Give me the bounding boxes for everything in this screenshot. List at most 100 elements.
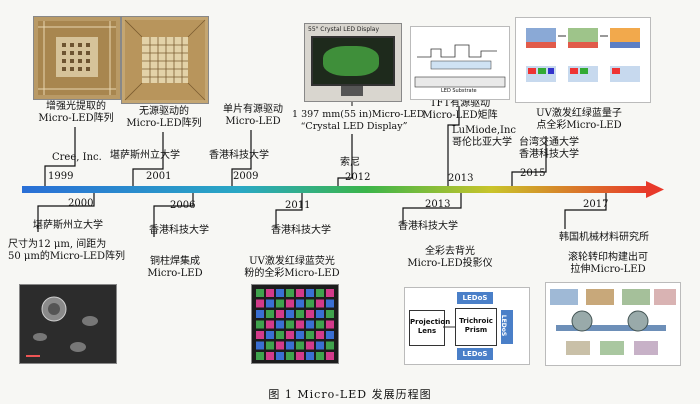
rgb-pixel <box>266 341 274 350</box>
trichroic-prism: Trichroic Prism <box>455 308 497 346</box>
year-2013-top: 2013 <box>448 173 474 184</box>
event-2012-desc: 1 397 mm(55 in)Micro-LED“Crystal LED Dis… <box>292 109 425 132</box>
rgb-pixel <box>306 310 314 318</box>
rgb-pixel <box>286 320 294 329</box>
rgb-pixel <box>306 352 314 360</box>
year-2000: 2000 <box>68 198 94 209</box>
connector-2017 <box>564 190 607 229</box>
photo-2017-roll-transfer <box>545 282 681 366</box>
rgb-pixel <box>276 299 284 308</box>
org-2006: 香港科技大学 <box>149 225 209 236</box>
org-1999: Cree, Inc. <box>52 152 102 163</box>
event-2011-desc: UV激发红绿蓝荧光粉的全彩Micro-LED <box>244 256 340 279</box>
photo-2000-sem <box>19 284 117 364</box>
rgb-pixel <box>266 352 274 360</box>
connector-2015 <box>511 136 547 190</box>
connector-2013-bottom <box>402 190 462 225</box>
connector-2000 <box>37 190 95 232</box>
rgb-pixel <box>256 310 264 318</box>
org-2011: 香港科技大学 <box>271 225 331 236</box>
rgb-pixel <box>286 310 294 318</box>
org-2001: 堪萨斯州立大学 <box>110 150 180 161</box>
event-2017-desc: 滚轮转印构建出可拉伸Micro-LED <box>568 252 648 275</box>
figure-caption: 图 1 Micro-LED 发展历程图 <box>268 388 432 401</box>
rgb-pixel <box>306 331 314 339</box>
ledos-side <box>501 310 513 344</box>
rgb-pixel <box>286 341 294 350</box>
rgb-pixel <box>256 299 264 308</box>
rgb-pixel <box>256 320 264 329</box>
rgb-pixel <box>276 289 284 297</box>
rgb-pixel <box>296 289 304 297</box>
rgb-pixel <box>316 341 324 350</box>
rgb-pixel <box>296 331 304 339</box>
year-2001: 2001 <box>146 171 172 182</box>
rgb-pixel <box>266 299 274 308</box>
timeline-bar <box>22 186 648 193</box>
photo-2015-quantum-dot <box>515 17 651 103</box>
tv-screen <box>311 36 395 86</box>
rgb-pixel <box>276 310 284 318</box>
tv-caption: 55" Crystal LED Display <box>308 26 380 33</box>
rgb-pixel <box>266 331 274 339</box>
rgb-pixel <box>276 320 284 329</box>
rgb-pixel <box>316 310 324 318</box>
rgb-pixel <box>306 299 314 308</box>
year-2012: 2012 <box>345 172 371 183</box>
year-2011: 2011 <box>285 200 311 211</box>
ledos-top: LEDoS <box>457 292 493 304</box>
rgb-pixel <box>326 299 334 308</box>
projection-lens-box: Projection Lens <box>409 310 450 346</box>
photo-2001-chip <box>121 16 209 104</box>
rgb-pixel <box>296 320 304 329</box>
year-2006: 2006 <box>170 200 196 211</box>
photo-1999-chip <box>33 16 121 100</box>
connector-2012 <box>337 134 353 190</box>
connector-2013-top <box>447 106 460 190</box>
year-2009: 2009 <box>233 171 259 182</box>
photo-2012-tv: 55" Crystal LED Display <box>304 23 402 102</box>
rgb-pixel <box>286 299 294 308</box>
tv-stand <box>341 86 363 96</box>
rgb-pixel <box>326 341 334 350</box>
rgb-pixel <box>306 341 314 350</box>
year-2017: 2017 <box>583 199 609 210</box>
connector-2001 <box>132 132 164 190</box>
year-2015: 2015 <box>520 168 546 179</box>
rgb-pixel <box>326 320 334 329</box>
rgb-pixel <box>266 289 274 297</box>
org-2015: 台湾交通大学 <box>519 137 579 148</box>
org-2017: 韩国机械材料研究所 <box>559 232 649 243</box>
rgb-pixel <box>316 320 324 329</box>
rgb-pixel <box>306 320 314 329</box>
photo-2011-rgb-array <box>251 284 339 364</box>
org-2013-top: LuMiode,Inc <box>452 125 517 136</box>
photo-2013-tft-diagram: LED Substrate <box>410 26 510 100</box>
led-substrate-label: LED Substrate <box>441 88 477 94</box>
rgb-pixel <box>256 341 264 350</box>
rgb-pixel <box>326 310 334 318</box>
connector-2011 <box>275 190 303 229</box>
event-2015-desc: UV激发红绿蓝量子点全彩Micro-LED <box>536 108 622 131</box>
year-2013-bottom: 2013 <box>425 199 451 210</box>
org-2000: 堪萨斯州立大学 <box>33 220 103 231</box>
rgb-pixel <box>286 331 294 339</box>
org-2013-bottom: 香港科技大学 <box>398 221 458 232</box>
org-2013-top-2: 哥伦比亚大学 <box>452 137 512 148</box>
org-2012: 索尼 <box>340 157 360 168</box>
rgb-pixel <box>296 310 304 318</box>
rgb-pixel <box>296 341 304 350</box>
rgb-pixel <box>316 299 324 308</box>
rgb-pixel <box>326 289 334 297</box>
timeline-arrowhead <box>646 181 664 198</box>
rgb-pixel <box>316 331 324 339</box>
org-2009: 香港科技大学 <box>209 150 269 161</box>
year-1999: 1999 <box>48 171 74 182</box>
rgb-pixel <box>286 352 294 360</box>
